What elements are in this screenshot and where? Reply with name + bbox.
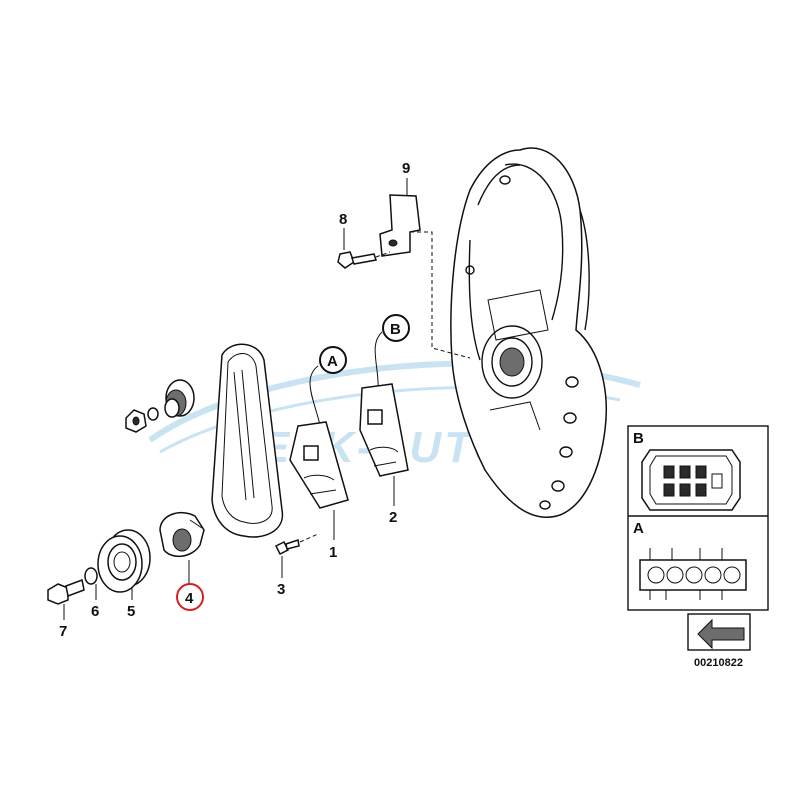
connector-b-plug — [359, 331, 409, 477]
diagram-code: 00210822 — [694, 657, 743, 669]
callout-2: 2 — [389, 509, 397, 526]
housing-cover — [450, 147, 607, 518]
connector-b-face — [641, 449, 741, 511]
connector-b-label: B — [390, 321, 401, 338]
drive-belt — [211, 343, 284, 538]
inset-connector-views: B A — [627, 425, 769, 611]
leader-lines — [63, 178, 408, 620]
bolt-8 — [337, 251, 377, 269]
nut-upper — [125, 409, 147, 433]
connector-a-plug — [289, 365, 349, 509]
callout-6: 6 — [91, 603, 99, 620]
inset-a-label: A — [633, 520, 644, 537]
callout-1: 1 — [329, 544, 337, 561]
arrow-down-left-icon — [697, 618, 745, 650]
connector-a-label: A — [327, 353, 338, 370]
screw-3 — [274, 539, 300, 556]
hub-4 — [159, 511, 205, 557]
washer-6 — [84, 567, 98, 585]
bracket — [379, 194, 421, 257]
callout-3: 3 — [277, 581, 285, 598]
return-arrow-box: 00210822 — [687, 613, 751, 669]
bolt-7 — [47, 578, 85, 605]
connector-a-face — [639, 548, 747, 600]
pulley-5 — [97, 529, 151, 593]
callout-8: 8 — [339, 211, 347, 228]
connector-callout-a: A — [319, 346, 347, 374]
housing-bolt-holes — [465, 175, 579, 510]
connector-callout-b: B — [382, 314, 410, 342]
callout-7: 7 — [59, 623, 67, 640]
callout-9: 9 — [402, 160, 410, 177]
callout-5: 5 — [127, 603, 135, 620]
inset-b-label: B — [633, 430, 644, 447]
callout-4: 4 — [185, 590, 194, 607]
idler-pulley — [164, 379, 195, 418]
washer-upper — [147, 407, 159, 421]
callout-4-highlight: 4 — [176, 583, 204, 611]
